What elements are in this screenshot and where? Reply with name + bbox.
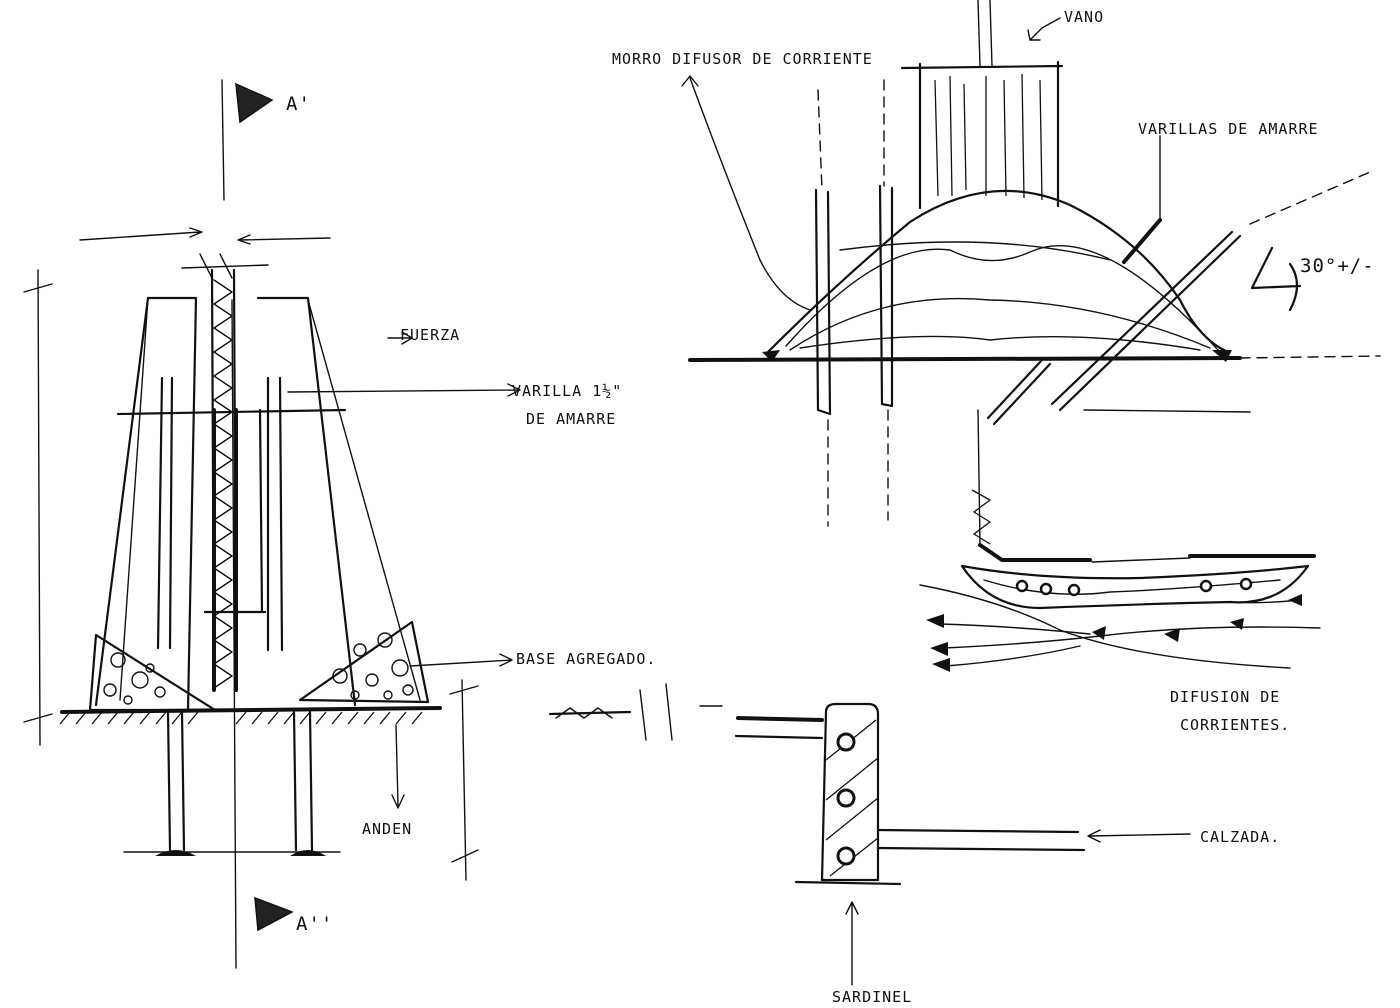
label-section-a-top: A' <box>286 93 311 115</box>
ground-line-left <box>60 706 442 714</box>
morro-pointer <box>689 77 811 311</box>
plan-diffuser-body <box>960 564 1310 610</box>
anden-pointer <box>391 724 405 809</box>
mid-rod-dashed <box>883 79 889 521</box>
current-diffuser-drawing <box>681 0 1381 527</box>
vano-sides <box>918 60 1060 210</box>
anden-slab-bottom <box>734 734 824 740</box>
left-rod-dashed <box>817 89 829 527</box>
diffuser-post <box>977 0 993 67</box>
height-dimension <box>23 269 53 746</box>
calzada-pointer <box>1087 829 1191 843</box>
plan-wall-gap <box>1091 557 1191 563</box>
fuerza-pointer <box>387 331 413 345</box>
inclined-rod-top <box>1122 218 1162 264</box>
label-varilla-line1: VARILLA 1½" <box>512 382 622 400</box>
rod-dimension <box>181 253 269 279</box>
right-post <box>292 710 314 852</box>
aggregate-stones <box>103 632 414 705</box>
plan-connector <box>977 409 981 546</box>
post-footings <box>155 850 326 856</box>
diffuser-curve-3 <box>799 335 1201 351</box>
morro-arrowhead <box>681 75 699 87</box>
sardinel-detail-drawing <box>734 702 1191 986</box>
angle-symbol-icon <box>1250 246 1302 312</box>
anden-slab-top <box>736 716 824 722</box>
base-agregado-pointer <box>409 653 513 667</box>
sleeve-bracket <box>203 408 267 614</box>
label-sardinel: SARDINEL <box>832 988 912 1006</box>
label-calzada: CALZADA. <box>1200 828 1280 846</box>
incline-base-line <box>1083 409 1251 413</box>
vano-pointer <box>1027 17 1061 41</box>
curb-base-line <box>794 880 902 886</box>
plan-inner-curve <box>983 579 1281 595</box>
body-outer-taper <box>307 299 421 701</box>
break-lines <box>639 683 723 741</box>
flow-line-4 <box>945 645 1081 667</box>
label-varilla-line2: DE AMARRE <box>526 410 616 428</box>
vano-top-line <box>900 64 1064 70</box>
left-anchor-rod <box>814 188 832 416</box>
diffuser-curve-2 <box>789 297 1211 351</box>
diffuser-ground-line <box>688 356 1242 362</box>
label-anden: ANDEN <box>362 820 412 838</box>
label-difusion-line2: CORRIENTES. <box>1180 716 1290 734</box>
vano-shading <box>934 73 1043 201</box>
label-angle: 30°+/- <box>1300 255 1375 277</box>
label-vano: VANO <box>1064 8 1104 26</box>
diffuser-curve-1 <box>785 244 1219 351</box>
section-marker-top-icon <box>235 82 274 124</box>
aggregate-base-left <box>88 633 217 712</box>
label-difusion-line1: DIFUSION DE <box>1170 688 1280 706</box>
diffuser-ground-dashed <box>1239 355 1381 359</box>
right-rebar <box>266 376 284 652</box>
current-diffusion-plan <box>919 409 1321 672</box>
section-marker-bottom-icon <box>254 896 294 932</box>
left-post <box>166 710 186 852</box>
diffuser-curve-4 <box>839 241 1111 261</box>
body-outline-right <box>256 296 357 707</box>
label-fuerza: FUERZA <box>400 326 460 344</box>
curb-body <box>820 702 880 882</box>
plan-holes <box>1015 577 1253 597</box>
sardinel-pointer <box>845 901 859 986</box>
inclined-rod-left <box>986 358 1052 426</box>
plan-wall-left <box>978 543 1092 562</box>
mid-anchor-rod <box>878 184 894 408</box>
label-varillas-amarre: VARILLAS DE AMARRE <box>1138 120 1319 138</box>
rod-sleeve <box>212 408 238 692</box>
body-taper-line <box>119 297 149 701</box>
flow-line-2 <box>939 623 1091 635</box>
label-section-a-bottom: A'' <box>296 913 333 935</box>
dimension-arrow-right <box>237 234 331 245</box>
bollard-section-drawing <box>23 79 723 969</box>
calzada-slab <box>876 828 1086 852</box>
aggregate-base-right <box>298 620 430 704</box>
varilla-pointer <box>287 383 521 397</box>
flow-line-3 <box>943 626 1321 649</box>
label-morro-difusor: MORRO DIFUSOR DE CORRIENTE <box>612 50 873 68</box>
anden-break-mark <box>555 707 613 719</box>
ground-hatching <box>59 711 423 725</box>
inclined-rod-right <box>1050 230 1242 412</box>
incline-extension <box>1249 171 1371 225</box>
curb-holes <box>836 732 856 866</box>
body-outline-left-outer <box>94 296 150 707</box>
rod-thread <box>213 279 233 689</box>
left-rebar <box>156 376 174 650</box>
section-axis-top <box>221 79 225 201</box>
body-outline-left-inner <box>146 296 198 712</box>
label-base-agregado: BASE AGREGADO. <box>516 650 656 668</box>
diffuser-mound-outline <box>766 189 1230 354</box>
anden-dimension <box>449 679 479 881</box>
plan-connector-thread <box>971 489 992 545</box>
dimension-arrow-left <box>79 227 203 241</box>
